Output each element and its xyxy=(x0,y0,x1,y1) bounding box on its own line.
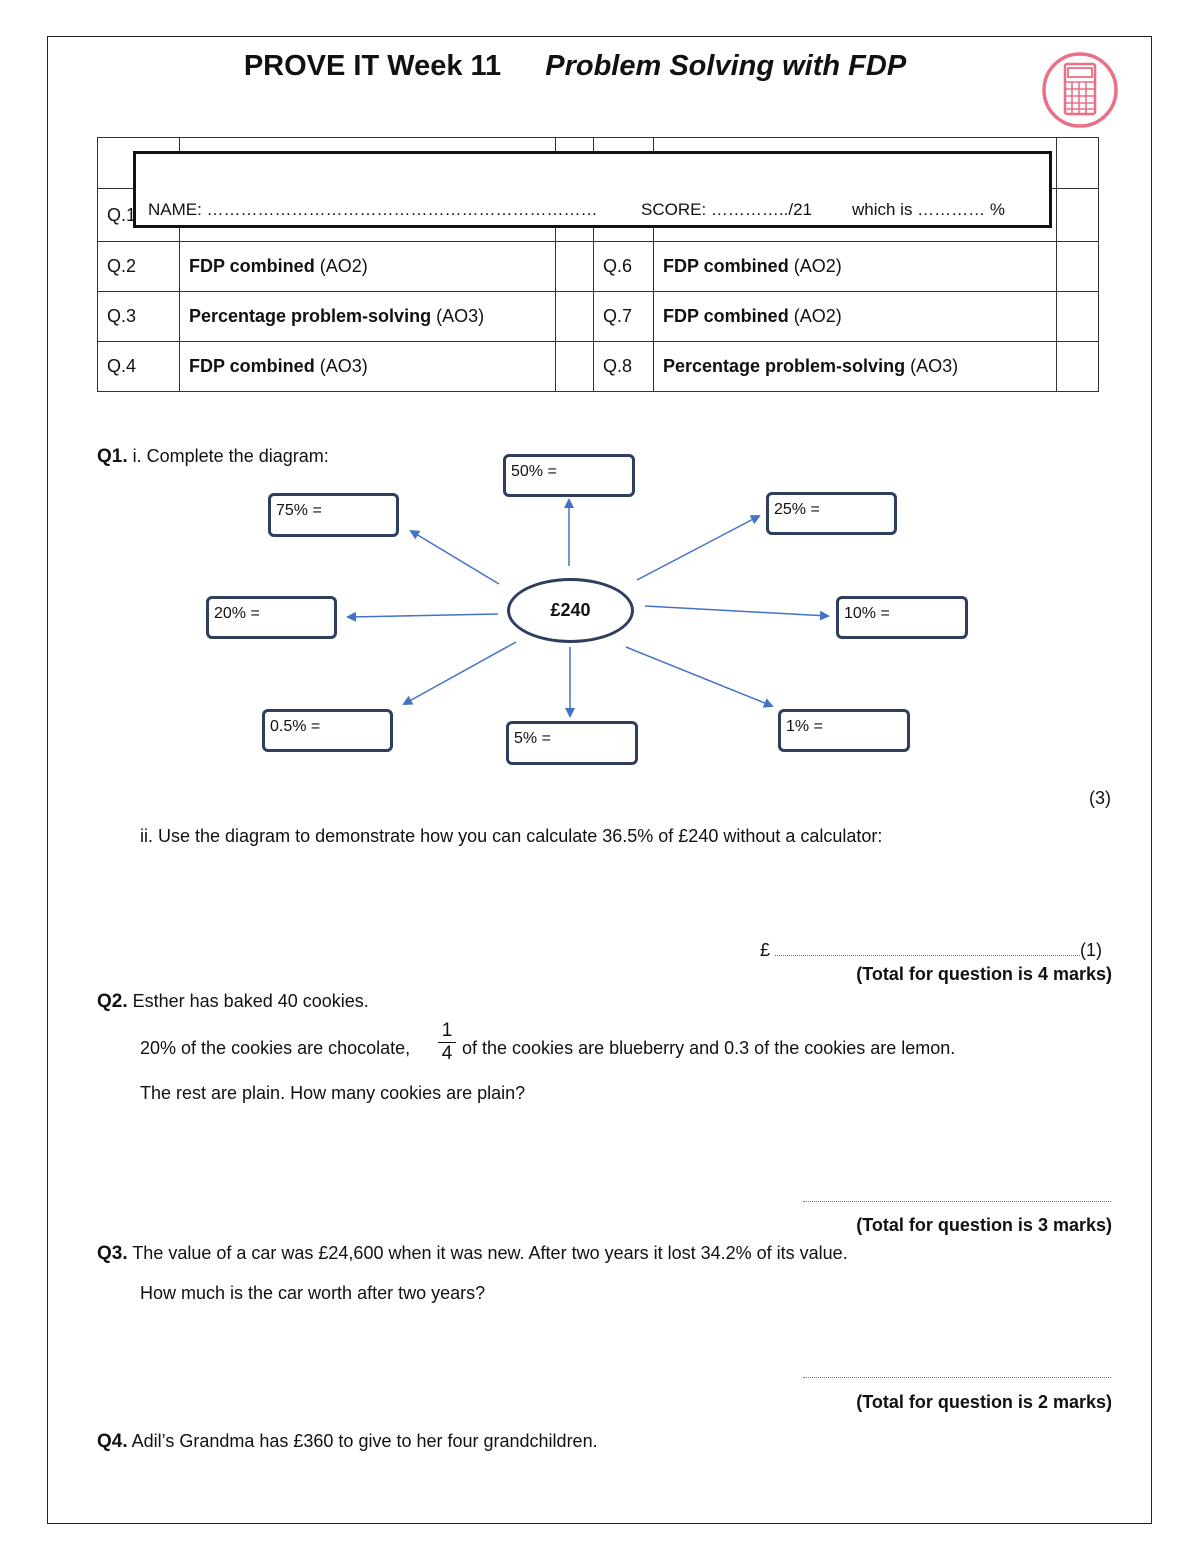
q2-answer-line[interactable] xyxy=(803,1186,1111,1207)
table-cell-topic: FDP combined (AO2) xyxy=(179,241,556,292)
name-score-box: NAME: …………………………………………………………… SCORE: ………… xyxy=(133,151,1052,228)
q4-heading: Q4. Adil’s Grandma has £360 to give to h… xyxy=(97,1431,598,1452)
table-cell-topic: FDP combined (AO2) xyxy=(653,241,1057,292)
score-cell[interactable] xyxy=(555,341,594,392)
table-cell-topic: Percentage problem-solving (AO3) xyxy=(653,341,1057,392)
q1-marks-i: (3) xyxy=(1089,788,1111,808)
table-cell-q: Q.3 xyxy=(97,291,180,342)
title-sub: Problem Solving with FDP xyxy=(545,50,907,82)
table-cell-q: Q.8 xyxy=(593,341,654,392)
calculator-icon xyxy=(1042,52,1118,128)
q2-total: (Total for question is 3 marks) xyxy=(856,1215,1112,1235)
table-row: Q.3 Percentage problem-solving (AO3) Q.7… xyxy=(97,291,1099,342)
score-field[interactable]: SCORE: …………../21 xyxy=(641,200,812,219)
table-cell-topic: FDP combined (AO3) xyxy=(179,341,556,392)
page-border xyxy=(47,36,1152,1524)
box-25-percent[interactable]: 25% = xyxy=(766,492,897,535)
score-cell[interactable] xyxy=(1056,341,1099,392)
fraction-one-quarter: 1 4 xyxy=(436,1020,458,1065)
table-cell-q: Q.4 xyxy=(97,341,180,392)
q2-line2b: of the cookies are blueberry and 0.3 of … xyxy=(462,1038,956,1058)
title-main: PROVE IT Week 11 xyxy=(243,50,502,82)
q3-answer-line[interactable] xyxy=(803,1362,1111,1383)
percent-field[interactable]: which is ………… % xyxy=(852,200,1006,219)
score-cell[interactable] xyxy=(1056,241,1099,292)
q2-line2a: 20% of the cookies are chocolate, xyxy=(140,1038,411,1058)
table-cell-topic: Percentage problem-solving (AO3) xyxy=(179,291,556,342)
name-field[interactable]: NAME: …………………………………………………………… xyxy=(148,200,598,219)
q1-part-ii: ii. Use the diagram to demonstrate how y… xyxy=(140,826,883,846)
box-20-percent[interactable]: 20% = xyxy=(206,596,337,639)
box-75-percent[interactable]: 75% = xyxy=(268,493,399,537)
score-cell[interactable] xyxy=(555,291,594,342)
box-1-percent[interactable]: 1% = xyxy=(778,709,910,752)
q3-heading: Q3. The value of a car was £24,600 when … xyxy=(97,1243,848,1264)
q1-answer-line[interactable]: £ (1) xyxy=(760,940,1103,960)
table-cell-q: Q.2 xyxy=(97,241,180,292)
table-cell-q: Q.6 xyxy=(593,241,654,292)
q1-total: (Total for question is 4 marks) xyxy=(856,964,1112,984)
box-5-percent[interactable]: 5% = xyxy=(506,721,638,765)
table-row: Q.2 FDP combined (AO2) Q.6 FDP combined … xyxy=(97,241,1099,292)
q1-heading: Q1. i. Complete the diagram: xyxy=(97,446,329,467)
table-cell-q: Q.7 xyxy=(593,291,654,342)
score-cell[interactable] xyxy=(1056,291,1099,342)
box-0.5-percent[interactable]: 0.5% = xyxy=(262,709,393,752)
page-title: PROVE IT Week 11 Problem Solving with FD… xyxy=(0,50,1150,83)
score-cell[interactable] xyxy=(555,241,594,292)
q3-line2: How much is the car worth after two year… xyxy=(140,1283,486,1303)
table-cell-topic: FDP combined (AO2) xyxy=(653,291,1057,342)
q2-heading: Q2. Esther has baked 40 cookies. xyxy=(97,991,369,1012)
box-10-percent[interactable]: 10% = xyxy=(836,596,968,639)
q2-line3: The rest are plain. How many cookies are… xyxy=(140,1083,526,1103)
q3-total: (Total for question is 2 marks) xyxy=(856,1392,1112,1412)
center-amount: £240 xyxy=(507,578,634,643)
box-50-percent[interactable]: 50% = xyxy=(503,454,635,497)
table-row: Q.4 FDP combined (AO3) Q.8 Percentage pr… xyxy=(97,341,1099,392)
